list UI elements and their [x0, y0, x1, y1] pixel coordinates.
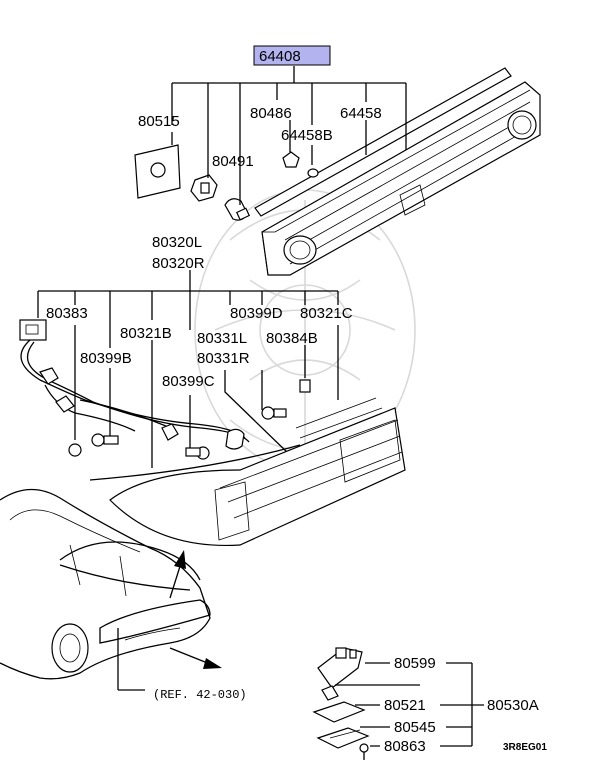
license-lamp-parts	[312, 647, 370, 760]
label-80515[interactable]: 80515	[138, 113, 180, 130]
label-80383[interactable]: 80383	[46, 305, 88, 322]
label-80530a[interactable]: 80530A	[487, 697, 539, 714]
label-64408[interactable]: 64408	[259, 48, 301, 65]
leader-lines-middle	[37, 270, 339, 468]
label-80863[interactable]: 80863	[384, 738, 426, 755]
label-80384b[interactable]: 80384B	[266, 330, 318, 347]
arrows-car	[169, 550, 222, 669]
gasket-80515	[134, 144, 181, 199]
label-80320l[interactable]: 80320L	[152, 234, 202, 251]
label-80321c[interactable]: 80321C	[300, 305, 353, 322]
reference-label[interactable]: (REF. 42-030)	[153, 688, 247, 702]
leader-lines-upper	[171, 66, 407, 205]
label-80399d[interactable]: 80399D	[230, 305, 283, 322]
label-80521[interactable]: 80521	[384, 697, 426, 714]
label-80331r[interactable]: 80331R	[197, 350, 250, 367]
label-80331l[interactable]: 80331L	[197, 330, 247, 347]
label-80321b[interactable]: 80321B	[120, 325, 172, 342]
bulbs-tail-lamp	[68, 379, 311, 460]
bulb-80491	[224, 198, 251, 221]
label-80545[interactable]: 80545	[394, 719, 436, 736]
highlight-box-64408	[253, 45, 331, 66]
label-80486[interactable]: 80486	[250, 105, 292, 122]
label-80599[interactable]: 80599	[394, 655, 436, 672]
car-silhouette	[0, 488, 211, 691]
clip-64458b	[282, 151, 319, 178]
label-80399c[interactable]: 80399C	[162, 373, 215, 390]
label-80320r[interactable]: 80320R	[152, 255, 205, 272]
rear-garnish-panel	[261, 81, 541, 276]
label-64458[interactable]: 64458	[340, 105, 382, 122]
wiring-harness	[19, 319, 250, 450]
leader-lines-lower	[335, 662, 484, 747]
diagram-code: 3R8EG01	[503, 742, 547, 753]
label-64458b[interactable]: 64458B	[281, 127, 333, 144]
garnish-strip-64458	[254, 67, 512, 217]
socket-80486-upper	[190, 174, 218, 202]
label-80399b[interactable]: 80399B	[80, 350, 132, 367]
tail-lamp-assembly	[89, 397, 406, 547]
label-80491[interactable]: 80491	[212, 153, 254, 170]
